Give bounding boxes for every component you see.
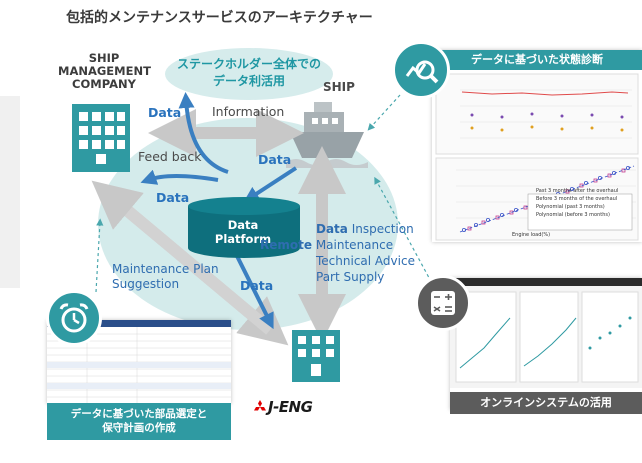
chart-xlabel: Engine load(%) xyxy=(512,232,551,238)
part-supply-label: Part Supply xyxy=(316,270,385,284)
calculator-icon-circle xyxy=(415,275,471,331)
remote-word: Remote xyxy=(260,238,313,252)
online-system-panel: オンラインシステムの活用 xyxy=(450,278,642,414)
alarm-clock-icon-circle xyxy=(46,290,102,346)
ship-label: SHIP xyxy=(323,80,355,94)
diagnosis-charts xyxy=(435,73,639,241)
parts-table-panel xyxy=(47,320,231,404)
page-title: 包括的メンテナンスサービスのアーキテクチャー xyxy=(66,10,373,26)
inspection-line: Data Inspection xyxy=(316,222,414,237)
stakeholder-ellipse xyxy=(165,48,333,100)
feedback-label: Feed back xyxy=(138,149,202,164)
left-edge-block xyxy=(0,96,20,288)
ship-management-building-icon xyxy=(72,104,130,172)
maintenance-word: Maintenance xyxy=(312,238,394,252)
calculator-icon xyxy=(431,291,455,315)
inspection-data-word: Data xyxy=(316,222,348,236)
maintenance-plan-label: Maintenance Plan Suggestion xyxy=(112,262,219,291)
diagnosis-panel: データに基づいた状態診断 xyxy=(432,50,642,242)
jeng-logo-text: J-ENG xyxy=(268,398,313,416)
chart-legend: Past 3 months after the overhaul Before … xyxy=(536,187,618,219)
magnifier-chart-icon xyxy=(405,60,439,84)
alarm-clock-icon xyxy=(59,303,89,333)
stakeholder-text: ステークホルダー全体での データ利活用 xyxy=(176,57,321,88)
mitsubishi-logo-icon xyxy=(254,400,266,411)
data-platform-cylinder xyxy=(188,197,300,258)
legend-item: Polynomial (before 3 months) xyxy=(536,212,610,218)
parts-table-caption: データに基づいた部品選定と 保守計画の作成 xyxy=(47,403,231,440)
information-label: Information xyxy=(212,104,285,119)
ship-management-company-label: SHIP MANAGEMENT COMPANY xyxy=(58,51,151,91)
remote-maintenance-line: Remote Maintenance xyxy=(260,238,393,253)
data-label-3: Data xyxy=(156,190,190,205)
online-system-caption: オンラインシステムの活用 xyxy=(450,392,642,414)
legend-item: Before 3 months of the overhaul xyxy=(536,196,618,202)
legend-item: Past 3 months after the overhaul xyxy=(536,188,619,194)
inspection-word: Inspection xyxy=(347,222,414,236)
data-label-2: Data xyxy=(258,152,292,167)
analysis-icon-circle xyxy=(392,41,450,99)
diagnosis-panel-title: データに基づいた状態診断 xyxy=(432,50,642,70)
jeng-building-icon xyxy=(292,330,340,382)
data-label-1: Data xyxy=(148,105,182,120)
legend-item: Polynomial (past 3 months) xyxy=(536,204,605,210)
data-label-4: Data xyxy=(240,278,274,293)
technical-advice-label: Technical Advice xyxy=(316,254,415,268)
online-system-screenshot xyxy=(450,278,642,388)
data-platform-label: Data Platform xyxy=(214,218,272,246)
